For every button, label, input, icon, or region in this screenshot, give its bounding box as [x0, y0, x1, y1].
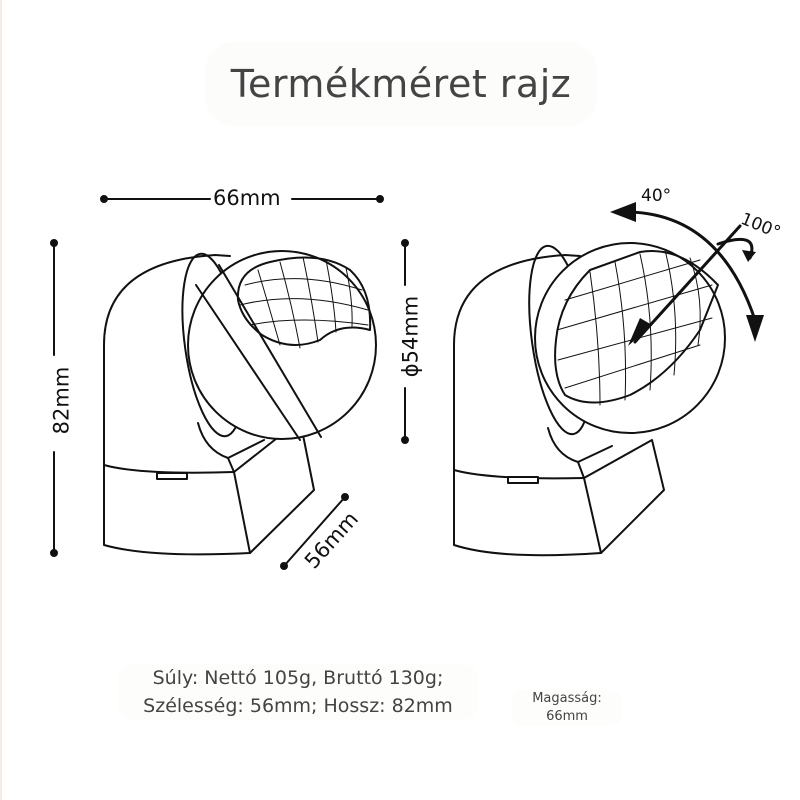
size-spec: Szélesség: 56mm; Hossz: 82mm [143, 695, 453, 717]
diameter-dimension-label: ϕ54mm [398, 295, 423, 378]
height-dimension-label: 82mm [49, 366, 74, 435]
dimension-lines [50, 195, 409, 570]
spec-text-block: Súly: Nettó 105g, Bruttó 130g; Szélesség… [118, 664, 478, 720]
height-note: Magasság: 66mm [512, 690, 622, 726]
weight-spec: Súly: Nettó 105g, Bruttó 130g; [152, 667, 444, 689]
height-note-label: Magasság: [532, 691, 602, 706]
title-banner: Termékméret rajz [205, 42, 597, 126]
width-dimension-label: 66mm [213, 186, 281, 210]
sensor-drawing-front [103, 250, 377, 556]
tilt-angle-label: 40° [641, 186, 672, 206]
page-title: Termékméret rajz [230, 62, 572, 106]
page-edge [0, 0, 2, 800]
sensor-drawing-rotated [453, 202, 764, 557]
height-note-value: 66mm [546, 709, 588, 724]
rotation-arrows [610, 202, 764, 346]
